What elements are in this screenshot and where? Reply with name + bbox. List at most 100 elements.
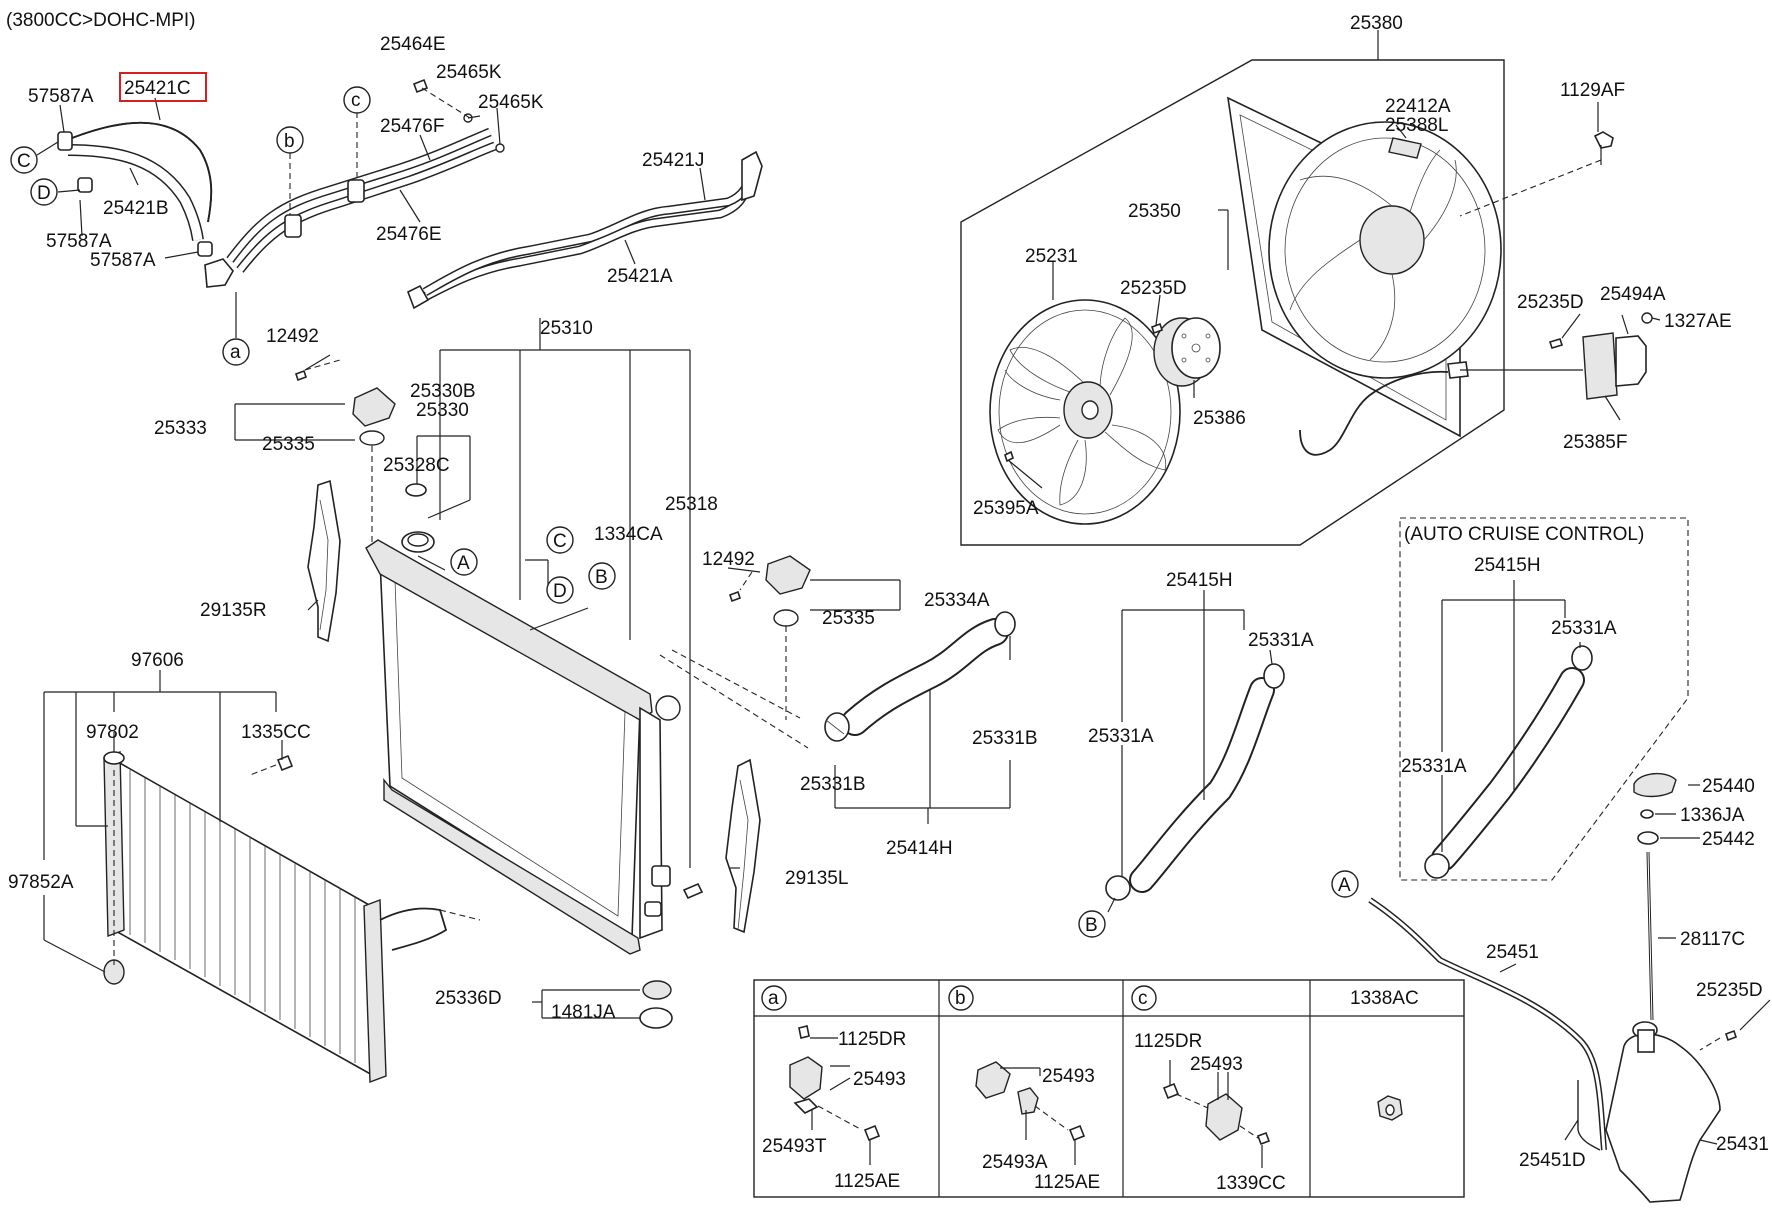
callout-B-hose: B: [1085, 915, 1098, 936]
label-25235d-3: 25235D: [1696, 980, 1763, 1001]
label-25235d-2: 25235D: [1517, 292, 1584, 313]
label-25388l: 25388L: [1385, 115, 1448, 136]
callout-A-tank: A: [1338, 875, 1351, 896]
reservoir-assembly: [1368, 773, 1738, 1203]
label-25421j: 25421J: [642, 150, 704, 171]
bracket-29135r: [307, 479, 341, 643]
label-25235d-1: 25235D: [1120, 278, 1187, 299]
label-25421a: 25421A: [607, 266, 673, 287]
reservoir-tank-25431: [1605, 1033, 1721, 1203]
label-25395a: 25395A: [973, 498, 1039, 519]
resistor-25385f: [1582, 332, 1618, 400]
detail-b-25493a: 25493A: [982, 1152, 1048, 1173]
label-25414h: 25414H: [886, 838, 953, 859]
label-25421b: 25421B: [103, 198, 169, 219]
detail-a-25493: 25493: [853, 1069, 906, 1090]
callout-a-top: a: [230, 342, 241, 363]
label-57587a-3: 57587A: [90, 250, 156, 271]
callout-D-radiator: D: [553, 581, 567, 602]
auto-cruise-label: (AUTO CRUISE CONTROL): [1404, 524, 1644, 545]
detail-b-25493: 25493: [1042, 1066, 1095, 1087]
detail-header-a: a: [768, 988, 779, 1009]
detail-c-25493: 25493: [1190, 1054, 1243, 1075]
leaders-reservoir: [1499, 784, 1771, 1145]
label-25331a-2: 25331A: [1088, 726, 1154, 747]
detail-header-c: c: [1138, 988, 1148, 1009]
callout-A-radiator: A: [457, 553, 470, 574]
label-25380: 25380: [1350, 13, 1403, 34]
part-labels: 57587A 25421C 25421B 57587A 57587A 25464…: [8, 13, 1769, 1171]
clamp-57587a-mid: [77, 177, 93, 193]
detail-table: a b c 1338AC 1125DR 25493 25493T 1125AE …: [753, 979, 1465, 1198]
label-29135r: 29135R: [200, 600, 267, 621]
callouts: c b a C D A C D B B A: [10, 86, 1359, 938]
label-25494a: 25494A: [1600, 284, 1666, 305]
callout-B-radiator: B: [595, 567, 608, 588]
label-25335-1: 25335: [262, 434, 315, 455]
label-25231: 25231: [1025, 246, 1078, 267]
label-25476f: 25476F: [380, 116, 444, 137]
callout-c-top: c: [351, 90, 361, 111]
detail-header-b: b: [955, 988, 966, 1009]
label-12492-2: 12492: [702, 549, 755, 570]
label-25431: 25431: [1716, 1134, 1769, 1155]
label-1481ja: 1481JA: [551, 1002, 616, 1023]
lower-hose-assembly: [1105, 663, 1285, 901]
label-22412a: 22412A: [1385, 96, 1451, 117]
label-25415h-2: 25415H: [1474, 555, 1541, 576]
label-25330b: 25330B: [410, 381, 476, 402]
leaders-fan: [1007, 30, 1661, 489]
label-25331b-1: 25331B: [972, 728, 1038, 749]
label-1336ja: 1336JA: [1680, 805, 1745, 826]
label-97802: 97802: [86, 722, 139, 743]
radiator-assembly: [294, 369, 811, 1029]
condenser-assembly: [103, 750, 448, 1083]
callout-b-top: b: [284, 131, 295, 152]
label-25331b-2: 25331B: [800, 774, 866, 795]
detail-c-1125dr: 1125DR: [1134, 1031, 1202, 1052]
label-97606: 97606: [131, 650, 184, 671]
label-25465k-2: 25465K: [478, 92, 544, 113]
label-25336d: 25336D: [435, 988, 502, 1009]
bracket-29135l: [725, 758, 761, 934]
clamp-57587a-top: [57, 131, 73, 151]
auto-cruise-group: (AUTO CRUISE CONTROL): [1399, 517, 1689, 881]
hose-pipe-group: [57, 78, 763, 310]
cap-25330b: [352, 387, 396, 427]
leaders-lower-hose: [1107, 590, 1273, 913]
label-25335-2: 25335: [822, 608, 875, 629]
label-25331a-4: 25331A: [1401, 756, 1467, 777]
callout-D-left: D: [37, 183, 51, 204]
detail-b-1125ae: 1125AE: [1034, 1172, 1100, 1193]
label-12492-1: 12492: [266, 326, 319, 347]
label-25464e: 25464E: [380, 34, 446, 55]
label-97852a: 97852A: [8, 872, 74, 893]
cap-25440: [1633, 773, 1677, 798]
upper-hose-assembly: [824, 611, 1016, 742]
engine-note: (3800CC>DOHC-MPI): [6, 10, 196, 31]
label-25476e: 25476E: [376, 224, 442, 245]
callout-C-radiator: C: [553, 531, 567, 552]
label-57587a-2: 57587A: [46, 231, 112, 252]
leaders-top-left: [36, 97, 706, 338]
label-25451d: 25451D: [1519, 1150, 1586, 1171]
label-25334a: 25334A: [924, 590, 990, 611]
label-1129af: 1129AF: [1560, 80, 1625, 101]
label-25328c: 25328C: [383, 455, 450, 476]
label-25333: 25333: [154, 418, 207, 439]
label-25440: 25440: [1702, 776, 1755, 797]
label-1334ca: 1334CA: [594, 524, 663, 545]
label-25331a-1: 25331A: [1248, 630, 1314, 651]
leaders-radiator: [234, 318, 901, 1019]
condenser-97606: [113, 760, 379, 1078]
callout-C-left: C: [17, 151, 31, 172]
label-25318: 25318: [665, 494, 718, 515]
label-25386: 25386: [1193, 408, 1246, 429]
leaders-upper-hose: [659, 636, 1011, 824]
detail-c-1339cc: 1339CC: [1216, 1173, 1286, 1194]
label-25415h-1: 25415H: [1166, 570, 1233, 591]
label-1327ae: 1327AE: [1664, 311, 1732, 332]
label-25385f: 25385F: [1563, 432, 1627, 453]
hose-25451: [1368, 897, 1607, 1151]
